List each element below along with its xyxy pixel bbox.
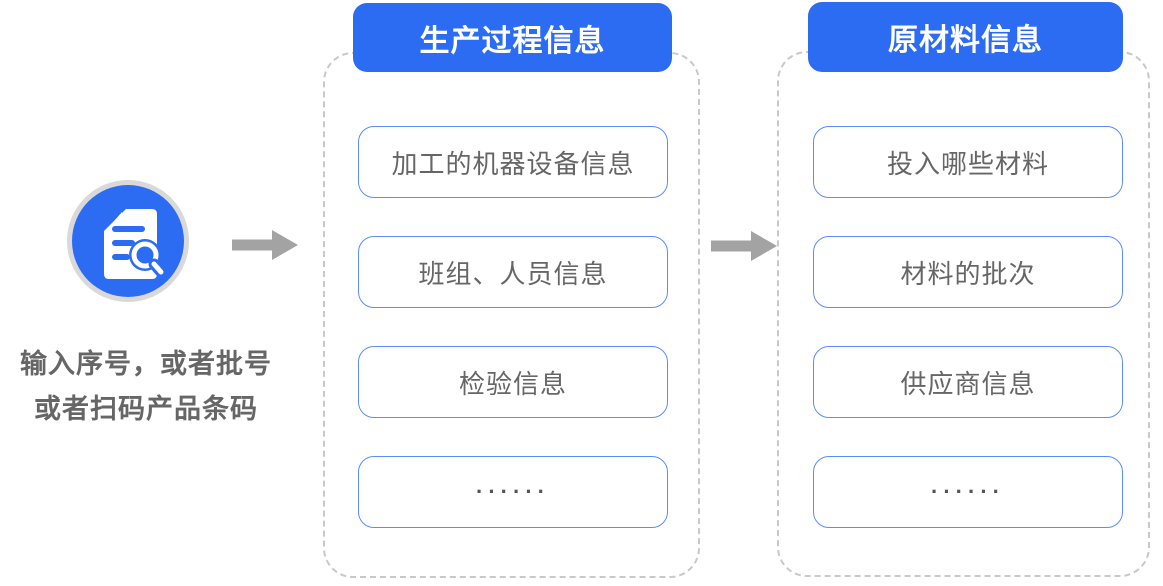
production-item-more: ······: [358, 456, 668, 528]
materials-item-batch-label: 材料的批次: [900, 258, 1036, 289]
production-item-team-personnel: 班组、人员信息: [358, 236, 668, 308]
production-item-machine-info: 加工的机器设备信息: [358, 126, 668, 198]
input-caption: 输入序号，或者批号 或者扫码产品条码: [0, 342, 292, 432]
materials-item-more-dots: ······: [931, 479, 1005, 504]
production-item-more-dots: ······: [476, 479, 550, 504]
materials-item-supplier: 供应商信息: [813, 346, 1123, 418]
production-item-team-personnel-label: 班组、人员信息: [418, 258, 608, 289]
document-search-icon: [67, 180, 189, 302]
materials-item-more: ······: [813, 456, 1123, 528]
panel-header-production-process: 生产过程信息: [353, 3, 672, 72]
input-caption-line1: 输入序号，或者批号: [20, 349, 272, 379]
magnifier-handle: [151, 261, 164, 275]
panel-header-production-label: 生产过程信息: [419, 24, 606, 58]
materials-item-supplier-label: 供应商信息: [900, 368, 1036, 399]
paper-fold: [107, 212, 122, 229]
production-item-inspection-label: 检验信息: [458, 368, 567, 399]
materials-item-batch: 材料的批次: [813, 236, 1123, 308]
production-item-machine-info-label: 加工的机器设备信息: [391, 148, 635, 179]
input-caption-line2: 或者扫码产品条码: [34, 394, 258, 424]
panel-header-materials-label: 原材料信息: [888, 24, 1043, 57]
flow-arrow-2: [711, 231, 777, 261]
production-item-inspection: 检验信息: [358, 346, 668, 418]
panel-header-raw-materials: 原材料信息: [808, 2, 1123, 72]
flow-arrow-1: [232, 230, 298, 260]
materials-item-which-materials: 投入哪些材料: [813, 126, 1123, 198]
materials-item-which-materials-label: 投入哪些材料: [886, 148, 1049, 179]
